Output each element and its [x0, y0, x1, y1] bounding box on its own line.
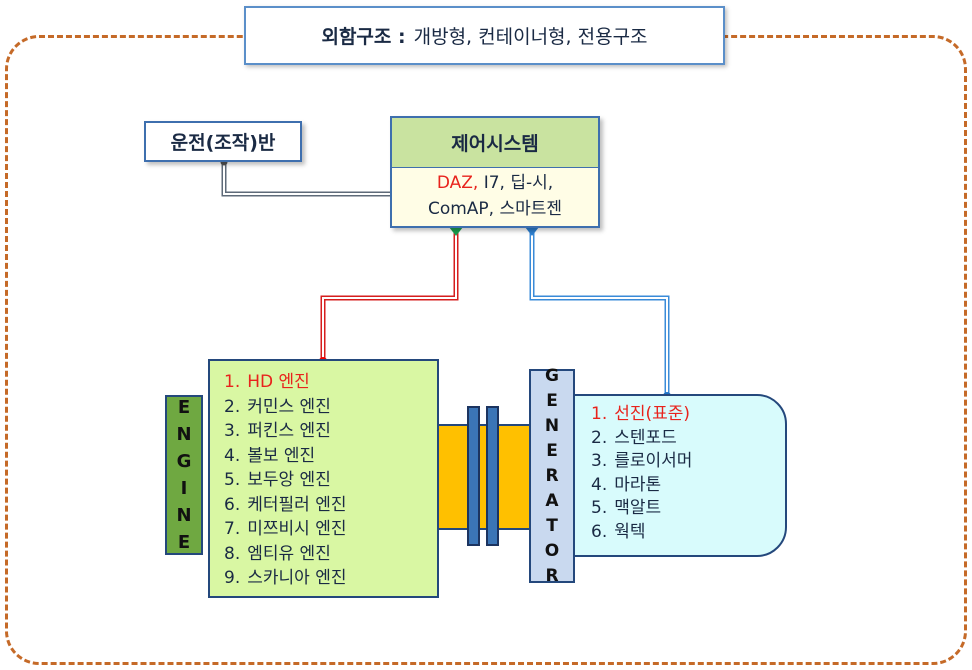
generator-item: 4. 마라톤 [591, 474, 785, 498]
engine-item-number: 2. [224, 396, 241, 417]
control-system-line-2: ComAP, 스마트젠 [427, 199, 563, 219]
control-system-line-1-rest: I7, 딥-시, [478, 173, 554, 193]
engine-item-name: 퍼킨스 엔진 [247, 421, 331, 441]
enclosure-title-text: 개방형, 컨테이너형, 전용구조 [413, 26, 648, 48]
engine-letter: I [180, 478, 188, 499]
engine-item: 6. 케터필러 엔진 [224, 493, 437, 518]
generator-item: 3. 를로이서머 [591, 450, 785, 474]
generator-letter: E [546, 390, 558, 411]
engine-letter: E [177, 532, 191, 553]
engine-item-name: 미쯔비시 엔진 [247, 519, 347, 539]
engine-item-name: 케터필러 엔진 [247, 494, 347, 515]
operation-panel-box: 운전(조작)반 [144, 121, 302, 162]
engine-item-number: 6. [224, 494, 241, 515]
generator-letter: E [546, 440, 558, 461]
generator-letter: G [545, 365, 559, 386]
control-system-box: 제어시스템 DAZ, I7, 딥-시, ComAP, 스마트젠 [390, 116, 600, 228]
control-system-highlight: DAZ, [436, 173, 479, 193]
engine-item-number: 1. [224, 372, 241, 392]
engine-item: 8. 엠티유 엔진 [224, 542, 437, 567]
engine-item-number: 8. [224, 543, 241, 564]
engine-item: 5. 보두앙 엔진 [224, 468, 437, 493]
engine-item: 3. 퍼킨스 엔진 [224, 419, 437, 444]
generator-item-number: 4. [591, 474, 608, 495]
generator-list: 1. 선진(표준) 2. 스텐포드 3. 를로이서머 4. 마라톤 5. 맥알트 6. 웍텍 [573, 394, 787, 557]
engine-letter: N [176, 424, 192, 445]
engine-item: 7. 미쯔비시 엔진 [224, 517, 437, 542]
control-system-body: DAZ, I7, 딥-시, ComAP, 스마트젠 [392, 170, 598, 226]
engine-item-name: 커민스 엔진 [247, 396, 331, 417]
generator-item-name: 맥알트 [614, 498, 662, 518]
generator-item: 5. 맥알트 [591, 497, 785, 521]
generator-item-number: 5. [591, 498, 608, 518]
generator-item-number: 3. [591, 451, 608, 471]
enclosure-title-label: 외함구조 : [321, 26, 406, 48]
engine-item: 4. 볼보 엔진 [224, 444, 437, 469]
generator-letter: N [544, 415, 560, 436]
control-system-line-1: DAZ, I7, 딥-시, [392, 170, 598, 196]
engine-item: 1. HD 엔진 [224, 370, 437, 395]
engine-item-name: HD 엔진 [247, 372, 310, 392]
engine-letter: E [177, 397, 191, 418]
generator-item: 1. 선진(표준) [591, 403, 785, 427]
generator-letter: R [545, 465, 559, 486]
generator-item: 6. 웍텍 [591, 521, 785, 545]
generator-item: 2. 스텐포드 [591, 427, 785, 451]
generator-letter: T [546, 515, 558, 536]
engine-item-name: 보두앙 엔진 [247, 470, 331, 490]
generator-item-number: 2. [591, 427, 608, 448]
engine-item-number: 3. [224, 421, 241, 441]
generator-connector-arrow [525, 227, 539, 236]
coupling-plate-left [467, 406, 480, 546]
engine-item-number: 7. [224, 519, 241, 539]
generator-item-name: 마라톤 [614, 474, 662, 495]
generator-item-name: 웍텍 [614, 521, 646, 542]
generator-letter: O [544, 540, 560, 561]
console-control-line [221, 162, 390, 197]
engine-letter: N [176, 505, 192, 526]
engine-list: 1. HD 엔진 2. 커민스 엔진 3. 퍼킨스 엔진 4. 볼보 엔진 5. 보두앙 엔진 6.… [208, 359, 439, 598]
engine-item-number: 5. [224, 470, 241, 490]
generator-item-name: 선진(표준) [614, 404, 691, 424]
shaft-coupling [437, 424, 532, 530]
generator-letter: A [545, 490, 559, 511]
coupling-plate-right [486, 406, 499, 546]
generator-item-name: 스텐포드 [614, 427, 677, 448]
engine-item-name: 엠티유 엔진 [247, 543, 331, 564]
engine-item-number: 9. [224, 568, 241, 588]
generator-item-number: 1. [591, 404, 608, 424]
engine-item-number: 4. [224, 445, 241, 466]
operation-panel-label: 운전(조작)반 [170, 132, 276, 154]
engine-item: 9. 스카니아 엔진 [224, 566, 437, 591]
generator-letter: R [545, 565, 559, 586]
control-system-title: 제어시스템 [451, 133, 539, 155]
engine-item: 2. 커민스 엔진 [224, 395, 437, 420]
engine-letter: G [176, 451, 192, 472]
generator-item-name: 를로이서머 [614, 451, 693, 471]
engine-connector-arrow [449, 227, 463, 236]
enclosure-title-box: 외함구조 : 개방형, 컨테이너형, 전용구조 [244, 6, 725, 65]
engine-item-name: 스카니아 엔진 [247, 568, 347, 588]
generator-item-number: 6. [591, 521, 608, 542]
control-engine-line [320, 229, 459, 361]
engine-item-name: 볼보 엔진 [247, 445, 316, 466]
control-system-header: 제어시스템 [392, 118, 598, 168]
